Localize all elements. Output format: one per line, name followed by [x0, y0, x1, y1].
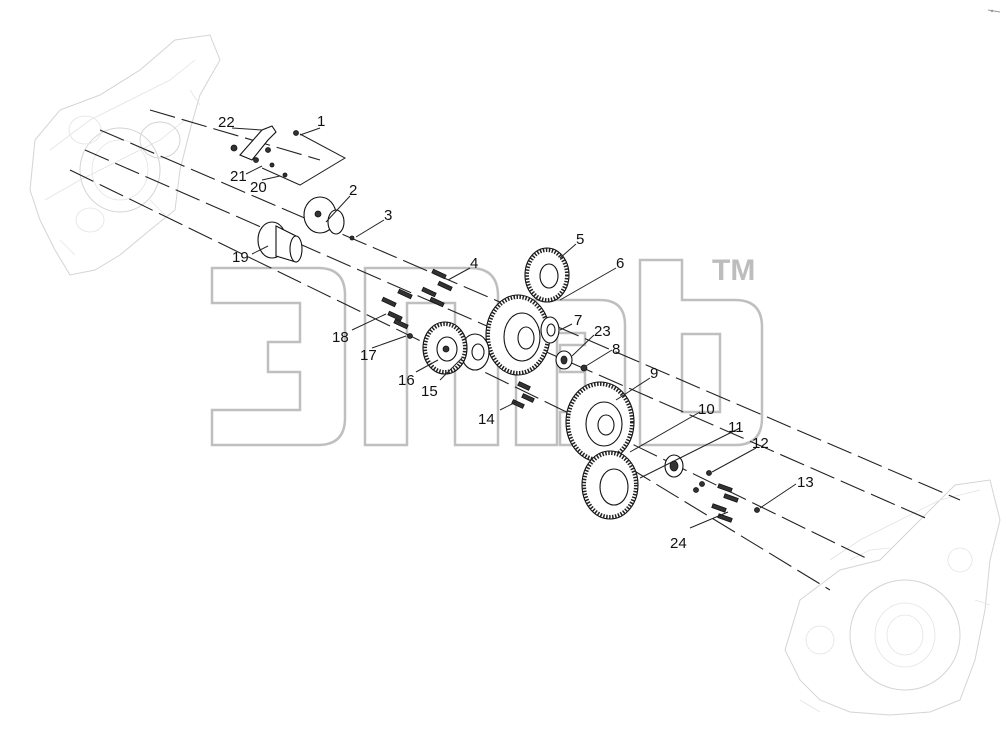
callout-4: 4 [470, 255, 478, 272]
callout-21: 21 [230, 168, 247, 185]
callout-18: 18 [332, 329, 349, 346]
washer-part-23 [555, 350, 573, 370]
bolt-part-1 [293, 130, 299, 136]
callout-10: 10 [698, 401, 715, 418]
pin-part-3 [349, 235, 355, 241]
hub-part-2 [303, 196, 345, 235]
callout-24: 24 [670, 535, 687, 552]
hub-part-19 [257, 221, 303, 263]
pin-part-17 [407, 333, 413, 339]
corner-mark [987, 9, 1001, 13]
nut-part-12 [706, 470, 712, 476]
bolts-part-4 [421, 268, 453, 308]
bracket-part-22 [230, 125, 288, 178]
gear-part-5 [524, 247, 570, 303]
callout-20: 20 [250, 179, 267, 196]
callout-19: 19 [232, 249, 249, 266]
callout-3: 3 [384, 207, 392, 224]
callout-9: 9 [650, 365, 658, 382]
bolts-part-18 [381, 288, 413, 330]
gear-part-6 [485, 294, 551, 376]
gear-part-10 [581, 450, 639, 520]
spacer-part-7 [540, 316, 560, 344]
callout-7: 7 [574, 312, 582, 329]
gear-part-9 [565, 381, 635, 463]
callout-labels: 1 2 3 4 5 6 7 8 9 10 11 12 13 14 15 16 1… [218, 113, 814, 552]
callout-2: 2 [349, 182, 357, 199]
bolts-part-24 [693, 481, 739, 523]
callout-15: 15 [421, 383, 438, 400]
bolt-part-13 [754, 507, 760, 513]
engine-block-ghost-left [29, 34, 221, 276]
callout-14: 14 [478, 411, 495, 428]
callout-23: 23 [594, 323, 611, 340]
callout-8: 8 [612, 341, 620, 358]
callout-1: 1 [317, 113, 325, 130]
callout-22: 22 [218, 114, 235, 131]
bolts-part-14 [511, 381, 535, 409]
callout-6: 6 [616, 255, 624, 272]
callout-13: 13 [797, 474, 814, 491]
bolt-part-8 [580, 364, 588, 372]
callout-16: 16 [398, 372, 415, 389]
watermark-logo: TM [210, 254, 764, 447]
callout-5: 5 [576, 231, 584, 248]
engine-block-ghost-right [784, 479, 1001, 716]
callout-17: 17 [360, 347, 377, 364]
watermark-tm: TM [712, 254, 755, 287]
gear-part-16 [422, 321, 468, 375]
callout-12: 12 [752, 435, 769, 452]
leader-lines [231, 127, 797, 529]
callout-11: 11 [728, 419, 744, 436]
